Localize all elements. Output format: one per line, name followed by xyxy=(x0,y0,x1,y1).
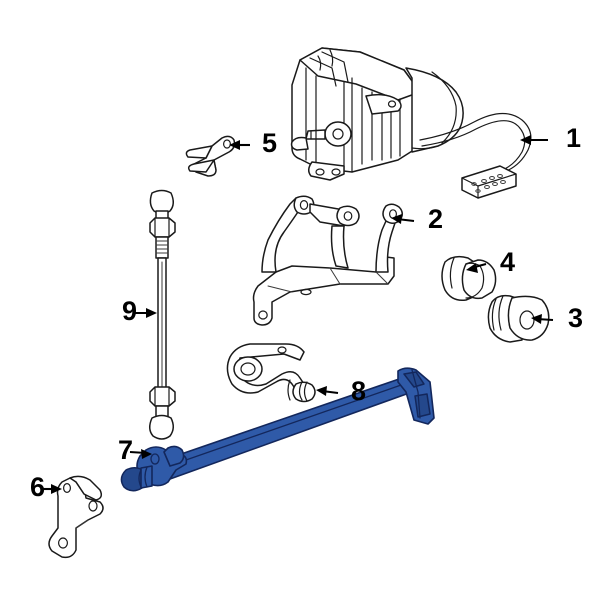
callout-number-2: 2 xyxy=(428,204,443,234)
callout-numbers: 1 2 3 4 5 6 7 8 9 xyxy=(30,123,583,502)
part-3-bushing-large[interactable] xyxy=(487,294,550,343)
callout-number-3: 3 xyxy=(568,303,583,333)
part-5-retainer-clip[interactable] xyxy=(185,135,236,177)
callout-number-8: 8 xyxy=(351,376,366,406)
part-9-stabilizer-link-rod[interactable] xyxy=(149,189,176,440)
part-6-lower-mounting-bracket[interactable] xyxy=(48,475,104,559)
part-4-bushing-small[interactable] xyxy=(441,255,497,302)
part-2-mounting-bracket[interactable] xyxy=(252,195,403,326)
part-7-stabilizer-sway-bar[interactable] xyxy=(120,367,435,492)
callout-number-5: 5 xyxy=(262,128,277,158)
callout-number-6: 6 xyxy=(30,472,45,502)
part-1-actuator-motor[interactable] xyxy=(290,47,532,199)
callout-number-1: 1 xyxy=(566,123,581,153)
callout-number-9: 9 xyxy=(122,296,137,326)
callout-leaders xyxy=(42,135,554,494)
callout-number-7: 7 xyxy=(118,435,133,465)
callout-number-4: 4 xyxy=(500,247,515,277)
part-8-stabilizer-link-arm[interactable] xyxy=(226,343,316,403)
